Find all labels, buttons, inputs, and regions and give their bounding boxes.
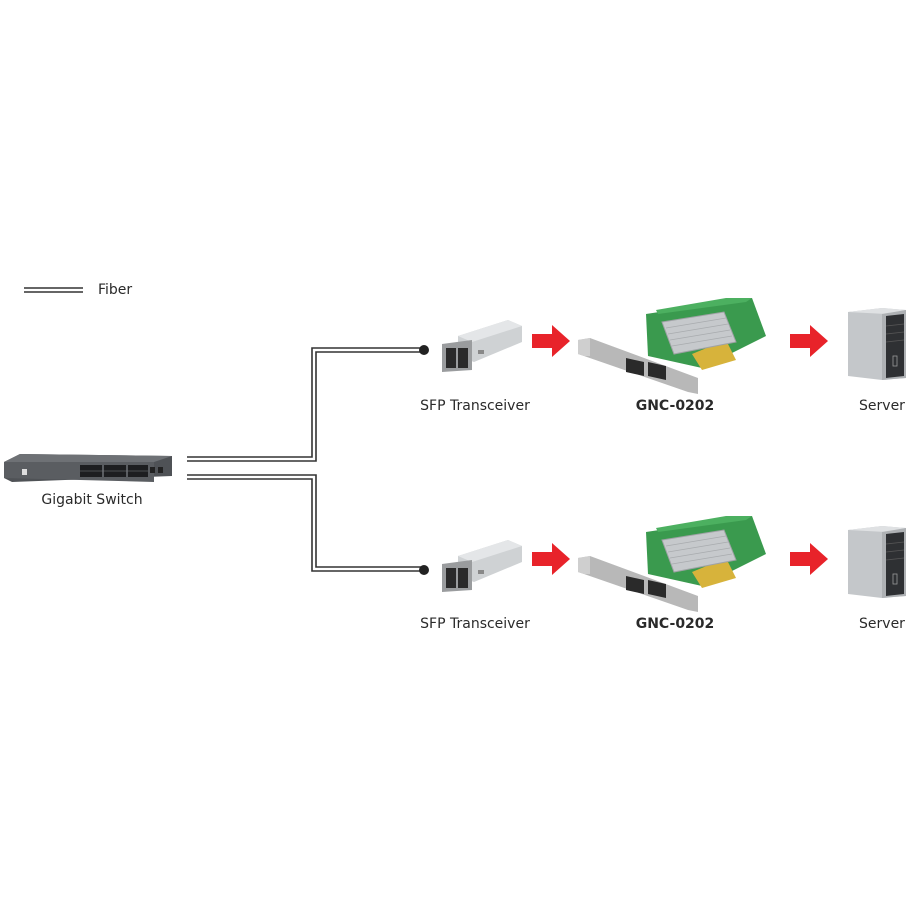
legend-fiber-line	[24, 287, 83, 293]
fiber-link-top	[187, 347, 424, 462]
network-card-icon	[578, 298, 766, 394]
nic-model-label: GNC-0202	[635, 616, 715, 632]
arrow-right-icon	[790, 325, 828, 357]
server-label: Server	[859, 398, 905, 414]
network-card-icon	[578, 516, 766, 612]
fiber-link-bottom	[187, 474, 424, 572]
arrow-right-icon	[790, 543, 828, 575]
connector-dot-top	[419, 345, 429, 355]
sfp-transceiver-icon	[442, 320, 522, 372]
sfp-transceiver-label: SFP Transceiver	[420, 398, 530, 414]
arrow-right-icon	[532, 325, 570, 357]
sfp-transceiver-label: SFP Transceiver	[420, 616, 530, 632]
switch-label: Gigabit Switch	[41, 492, 143, 508]
arrow-right-icon	[532, 543, 570, 575]
network-switch-icon	[4, 454, 172, 482]
sfp-transceiver-icon	[442, 540, 522, 592]
legend-fiber-label: Fiber	[98, 282, 133, 298]
server-tower-icon	[848, 308, 906, 380]
connector-dot-bottom	[419, 565, 429, 575]
server-label: Server	[859, 616, 905, 632]
server-tower-icon	[848, 526, 906, 598]
nic-model-label: GNC-0202	[635, 398, 715, 414]
